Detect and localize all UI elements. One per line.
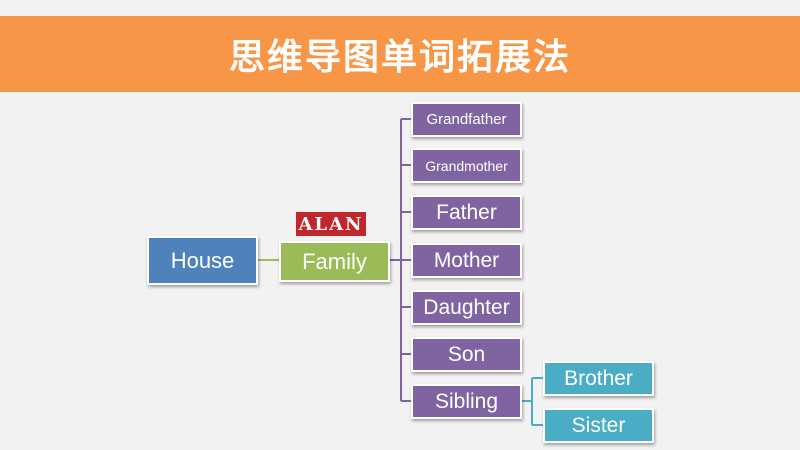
house-node: House — [147, 236, 258, 285]
sibling-label: Brother — [564, 366, 633, 390]
sibling-label: Sister — [571, 413, 626, 437]
title-banner: 思维导图单词拓展法 — [0, 16, 800, 92]
sibling-sister: Sister — [543, 408, 654, 443]
member-label: Sibling — [434, 389, 499, 413]
alan-logo: ALAN — [296, 212, 366, 236]
member-label: Daughter — [423, 295, 510, 319]
member-label: Grandmother — [425, 157, 508, 174]
family-node: Family — [279, 241, 390, 282]
member-son: Son — [411, 337, 522, 372]
member-father: Father — [411, 195, 522, 230]
house-label: House — [170, 247, 235, 273]
sibling-brother: Brother — [543, 361, 654, 396]
member-grandmother: Grandmother — [411, 148, 522, 183]
member-label: Son — [447, 342, 486, 366]
member-label: Father — [436, 200, 497, 224]
member-daughter: Daughter — [411, 290, 522, 325]
member-mother: Mother — [411, 243, 522, 278]
member-label: Grandfather — [426, 111, 507, 128]
logo-text: ALAN — [298, 213, 364, 235]
member-label: Mother — [433, 248, 500, 272]
family-label: Family — [302, 248, 367, 274]
member-sibling: Sibling — [411, 384, 522, 419]
page-title: 思维导图单词拓展法 — [228, 37, 571, 78]
member-grandfather: Grandfather — [411, 102, 522, 137]
